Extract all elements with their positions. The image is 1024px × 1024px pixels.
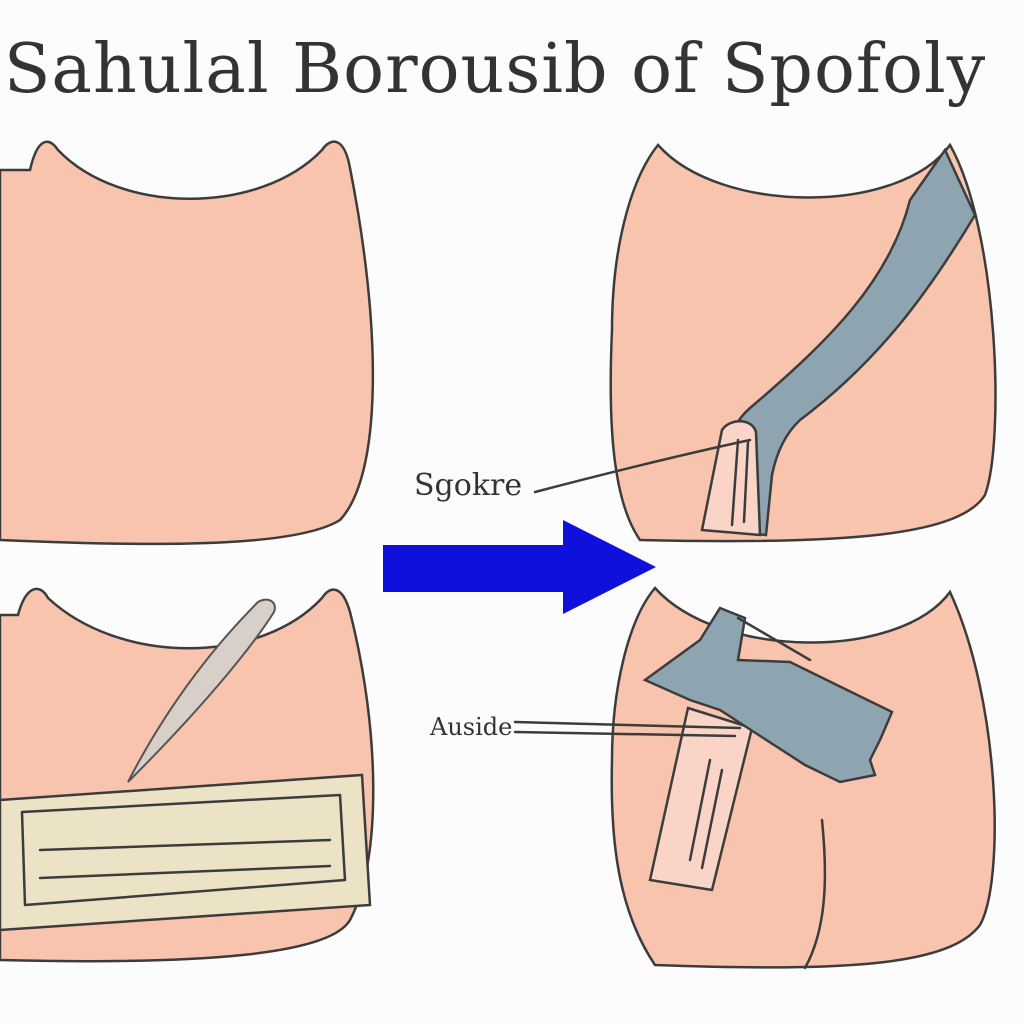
panel-top-right [609, 142, 997, 543]
incision-highlight-bottom-right [688, 758, 724, 870]
diagram-title: Sahulal Borousib of Spofoly [4, 30, 986, 109]
leader-line-upper [533, 438, 752, 494]
callout-lower: Auside [429, 713, 742, 741]
patch-bottom-right [642, 606, 894, 784]
bandage [0, 773, 372, 932]
needle-icon [127, 598, 276, 783]
crease-bottom-right [803, 818, 827, 970]
incision-highlight-top-right [730, 438, 750, 527]
bandage-stripe-line-2 [38, 864, 332, 880]
skin-shape-bottom-right [610, 586, 996, 969]
callout-upper: Sgokre [414, 438, 752, 503]
right-arrow-icon [383, 520, 656, 614]
leader-line-lower-1 [513, 720, 742, 730]
panel-bottom-right [610, 586, 996, 970]
bandage-stripe-outer [20, 793, 347, 907]
panel-top-left [0, 140, 375, 546]
patch-tail-bottom-right [736, 616, 812, 662]
label-upper: Sgokre [414, 468, 522, 503]
leader-line-lower-2 [513, 730, 737, 738]
skin-shape-top-left [0, 140, 375, 546]
label-lower: Auside [429, 713, 512, 741]
panel-bottom-left [0, 587, 375, 963]
bandage-stripe-line-1 [38, 838, 332, 852]
